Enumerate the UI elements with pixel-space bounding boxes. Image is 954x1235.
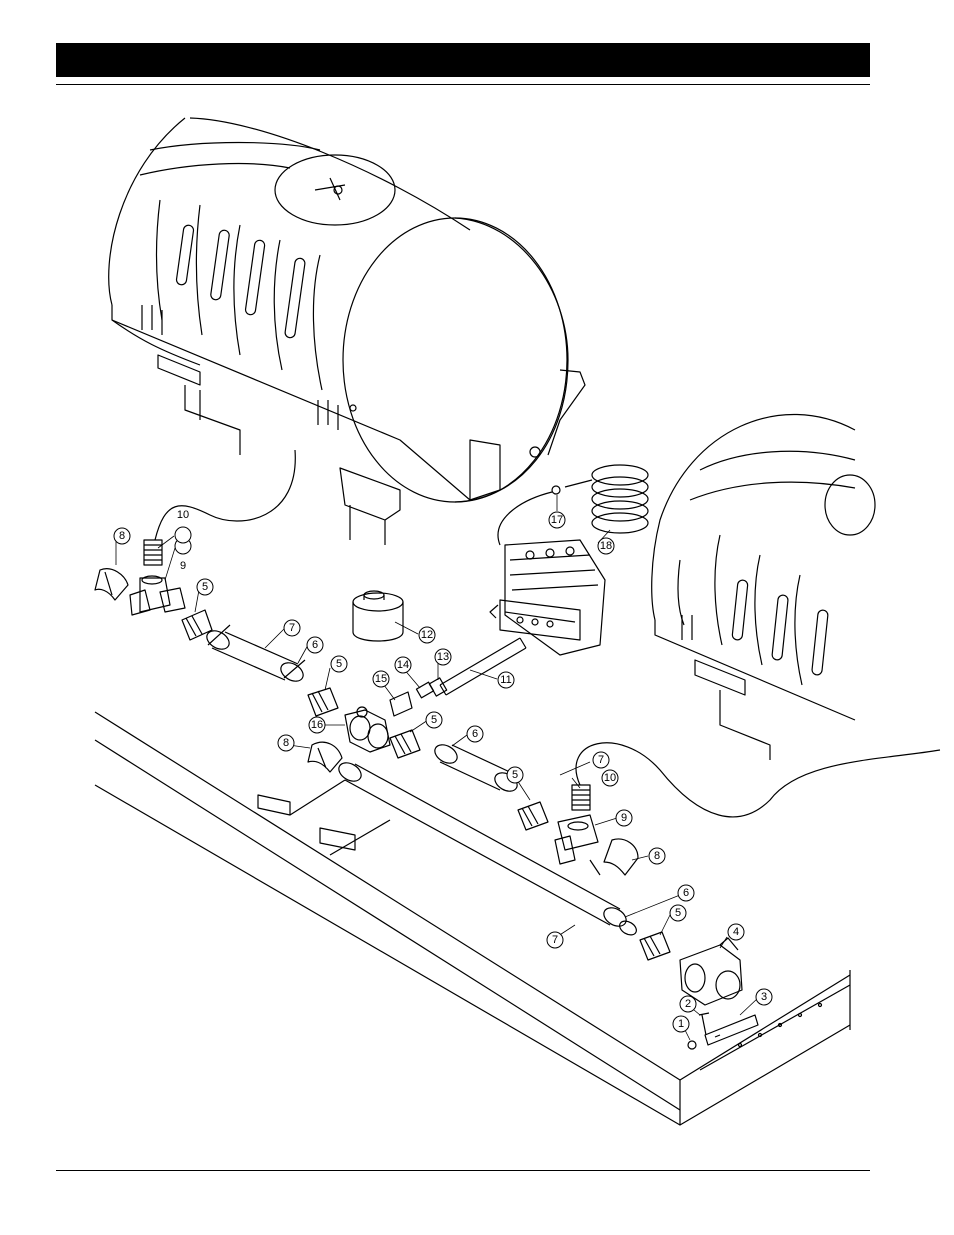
primer-can [353, 591, 403, 641]
fitting-14 [416, 682, 433, 698]
callout-leaders [116, 495, 758, 1040]
bracket-3 [705, 1015, 758, 1045]
callout-8c: 8 [654, 850, 660, 862]
callout-5b: 5 [336, 658, 342, 670]
callout-13: 13 [437, 651, 449, 663]
hose-to-valve [498, 492, 552, 545]
callout-circles [114, 512, 772, 1032]
trailer-frame [95, 712, 850, 1125]
valve-left-assembly [95, 540, 185, 615]
callout-10b: 10 [604, 772, 616, 784]
callout-18: 18 [600, 540, 612, 552]
ball-valve-4 [680, 938, 742, 1005]
footer-rule [56, 1170, 870, 1171]
callout-8b: 8 [283, 737, 289, 749]
callout-3: 3 [761, 991, 767, 1003]
cross-fitting [345, 707, 390, 752]
fitting-15 [390, 692, 412, 716]
coupling-5-d [518, 802, 548, 830]
hose-7-lower [336, 759, 639, 938]
callout-7b: 7 [598, 754, 604, 766]
valve-right-assembly [555, 785, 638, 875]
control-valve-manifold [490, 540, 605, 655]
hose-coil [552, 465, 648, 533]
bolt-2 [699, 1013, 709, 1035]
callout-5d: 5 [512, 769, 518, 781]
callout-6c: 6 [683, 887, 689, 899]
callout-15: 15 [375, 673, 387, 685]
callout-5c: 5 [431, 714, 437, 726]
tank-main [109, 118, 585, 545]
callout-4: 4 [733, 926, 739, 938]
callout-17: 17 [551, 514, 563, 526]
hose-7-middle [432, 741, 521, 795]
callout-6b: 6 [472, 728, 478, 740]
elbow-8-mid [308, 742, 342, 772]
coupling-5-e [640, 932, 670, 960]
nut-1 [688, 1041, 696, 1049]
callout-11: 11 [500, 674, 511, 686]
callout-9b: 9 [621, 812, 627, 824]
callout-1: 1 [678, 1018, 684, 1030]
callout-7a: 7 [289, 622, 295, 634]
hose-right [576, 743, 940, 817]
coupling-5-b [308, 688, 338, 716]
callout-2: 2 [685, 998, 691, 1010]
callout-6a: 6 [312, 639, 318, 651]
coupling-5-c [390, 730, 420, 758]
callout-16: 16 [311, 719, 323, 731]
tank-secondary [652, 414, 875, 760]
callout-9a: 9 [180, 560, 186, 572]
callout-10a: 10 [177, 509, 189, 521]
callout-5e: 5 [675, 907, 681, 919]
callout-12: 12 [421, 629, 433, 641]
hose-left [155, 450, 295, 540]
callout-5a: 5 [202, 581, 208, 593]
callout-7c: 7 [552, 934, 558, 946]
callout-8a: 8 [119, 530, 125, 542]
callout-14: 14 [397, 659, 409, 671]
pipe-11 [440, 638, 526, 695]
